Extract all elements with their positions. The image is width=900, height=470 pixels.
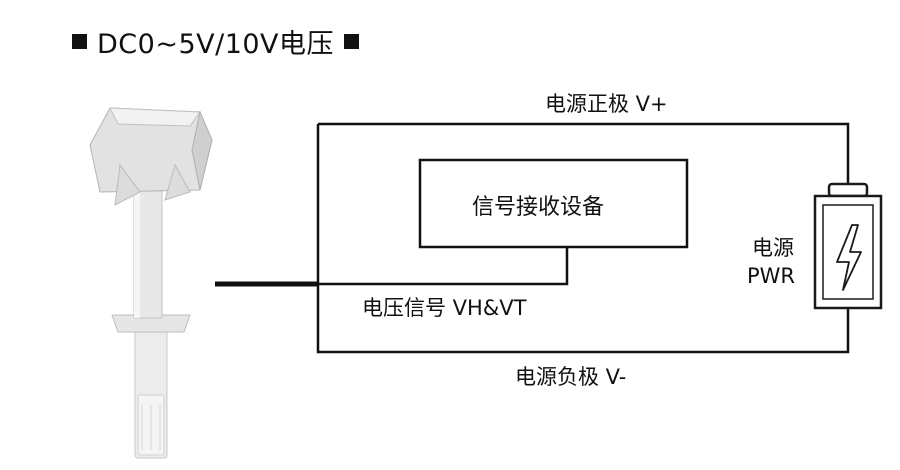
negative-wire [316,124,850,354]
battery-icon [813,182,883,310]
power-label-cn: 电源 [752,236,794,260]
receiver-label: 信号接收设备 [472,195,605,220]
positive-label: 电源正极 V+ [545,92,668,116]
lightning-bolt-icon [836,224,862,291]
negative-label: 电源负极 V- [515,365,627,389]
diagram-title: DC0~5V/10V电压 [72,22,360,61]
signal-wire [318,247,569,286]
positive-wire [318,122,850,184]
duct-sensor-image [89,107,213,459]
title-text: DC0~5V/10V电压 [97,29,335,60]
power-label-en: PWR [747,264,796,288]
signal-label: 电压信号 VH&VT [362,296,527,320]
receiver-box [418,158,689,249]
square-bullet-icon [72,34,87,49]
square-bullet-icon [344,34,360,49]
